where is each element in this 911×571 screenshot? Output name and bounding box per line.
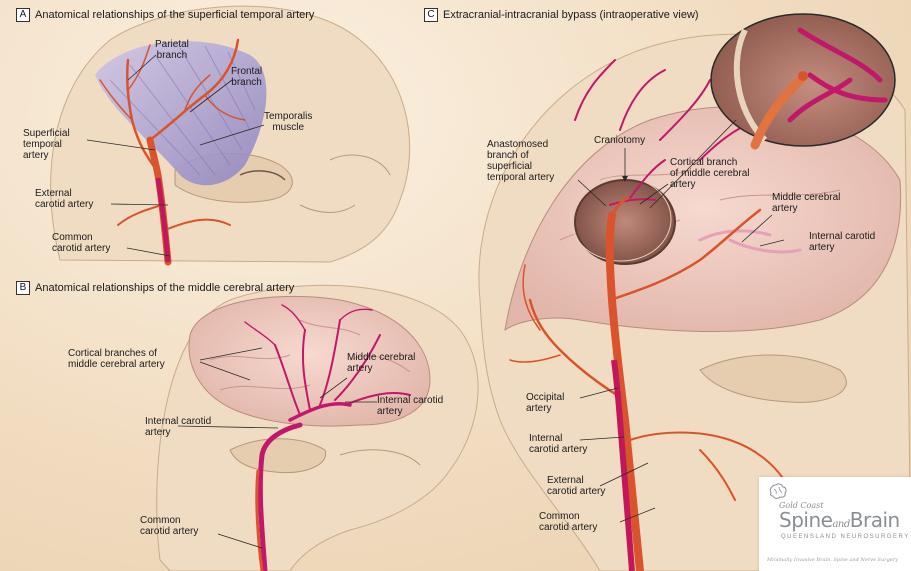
label-middle-cerebral-b: Middle cerebral artery	[347, 352, 416, 374]
label-frontal-branch: Frontal branch	[231, 66, 263, 88]
label-cortical-branches-b: Cortical branches of middle cerebral art…	[68, 348, 165, 370]
label-middle-cerebral-c: Middle cerebral artery	[772, 192, 841, 214]
brain-logo-icon	[769, 483, 787, 499]
gold-coast-spine-brain-logo: Gold Coast SpineandBrain QUEENSLAND NEUR…	[759, 477, 911, 571]
panel-b-title-text: Anatomical relationships of the middle c…	[35, 282, 295, 294]
panel-c-arteries	[509, 196, 791, 571]
zoom-leader-line	[649, 119, 737, 209]
label-external-carotid-c: External carotid artery	[547, 475, 606, 497]
label-external-carotid-a: External carotid artery	[35, 188, 94, 210]
panel-a-title: A Anatomical relationships of the superf…	[16, 8, 314, 22]
label-internal-carotid-c-right: Internal carotid artery	[809, 231, 876, 253]
leader-lines	[86, 54, 785, 549]
panel-b-arteries	[244, 304, 411, 571]
panel-b-letter: B	[16, 281, 30, 295]
logo-line-queensland: QUEENSLAND NEUROSURGERY	[781, 534, 910, 540]
panel-a-letter: A	[16, 8, 30, 22]
label-internal-carotid-c: Internal carotid artery	[529, 433, 588, 455]
label-occipital-artery: Occipital artery	[526, 392, 565, 414]
logo-word-and: and	[832, 519, 850, 530]
label-common-carotid-a: Common carotid artery	[52, 232, 111, 254]
panel-c-head	[478, 33, 911, 571]
panel-c-title: C Extracranial-intracranial bypass (intr…	[424, 8, 699, 22]
label-anastomosed-branch: Anastomosed branch of superficial tempor…	[487, 139, 555, 183]
panel-a-title-text: Anatomical relationships of the superfic…	[35, 9, 315, 21]
label-common-carotid-c: Common carotid artery	[539, 511, 598, 533]
eca-b	[255, 469, 264, 571]
label-cortical-branch-c: Cortical branch of middle cerebral arter…	[670, 157, 750, 190]
logo-tagline: Minimally Invasive Brain, Spine and Nerv…	[767, 557, 898, 563]
label-internal-carotid-b-left: Internal carotid artery	[145, 416, 212, 438]
carotid-a	[155, 177, 171, 263]
label-temporalis-muscle: Temporalis muscle	[264, 111, 313, 133]
craniotomy-arrow-icon	[622, 176, 628, 182]
panel-c-letter: C	[424, 8, 438, 22]
label-parietal-branch: Parietal branch	[155, 39, 189, 61]
label-craniotomy: Craniotomy	[594, 135, 646, 146]
logo-wordmark: SpineandBrain	[779, 508, 900, 532]
logo-word-spine: Spine	[779, 508, 833, 532]
label-common-carotid-b: Common carotid artery	[140, 515, 199, 537]
zoom-inset	[710, 13, 896, 150]
brain-b	[188, 295, 431, 427]
logo-word-brain: Brain	[849, 508, 900, 532]
panel-b-title: B Anatomical relationships of the middle…	[16, 281, 294, 295]
label-internal-carotid-b-right: Internal carotid artery	[377, 395, 444, 417]
logo-line-gold-coast: Gold Coast	[779, 501, 824, 510]
label-superficial-temporal-artery: Superficial temporal artery	[23, 128, 70, 161]
panel-c-title-text: Extracranial-intracranial bypass (intrao…	[443, 9, 699, 21]
